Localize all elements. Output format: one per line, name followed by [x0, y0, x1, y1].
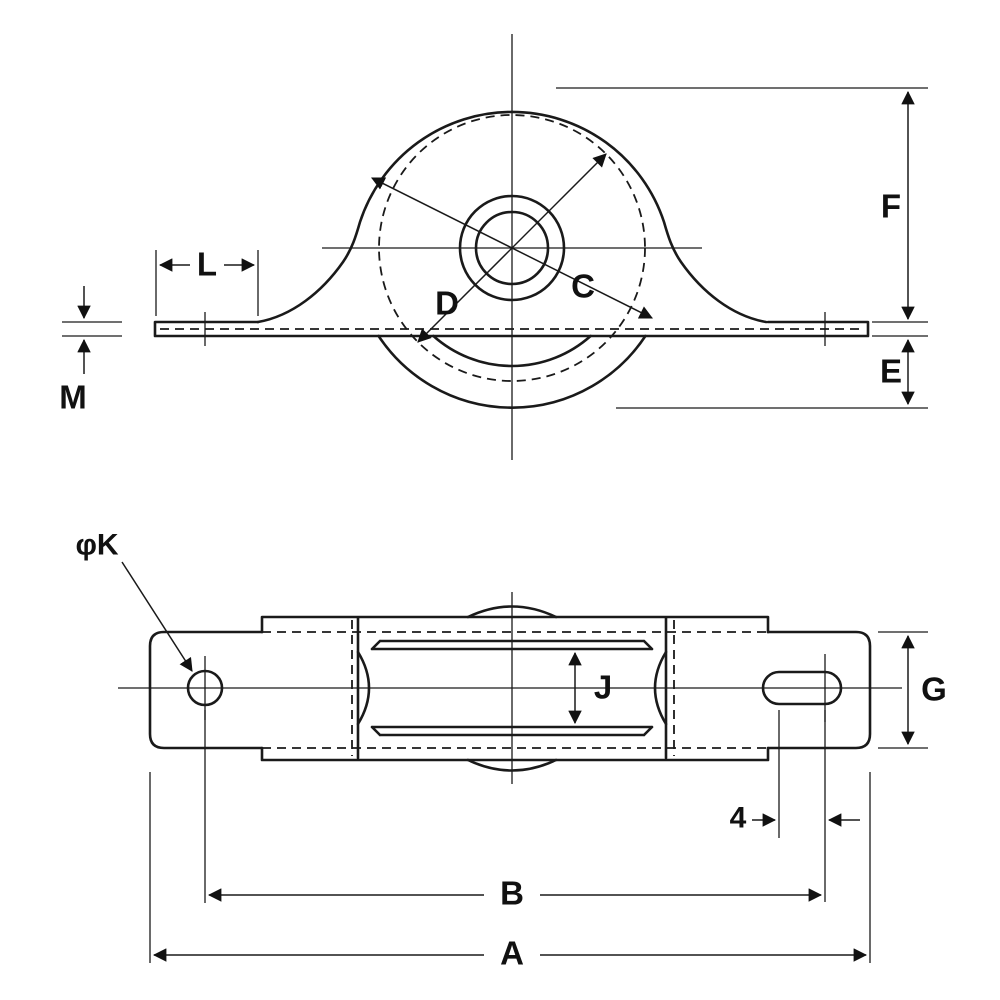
front-view: F E L M D C	[59, 34, 928, 460]
dim-label-g: G	[921, 671, 947, 708]
dim-g-extension-lines	[878, 631, 928, 749]
dim-label-a: A	[500, 935, 524, 972]
plan-wheel-groove-lenses	[356, 650, 668, 726]
dim-label-4: 4	[730, 802, 747, 835]
dim-phi-k-leader	[121, 561, 193, 672]
wheel-bottom-arc-outer	[377, 334, 647, 409]
dim-label-b: B	[500, 875, 524, 912]
dim-l-extension-lines	[155, 250, 259, 316]
housing-dome-outline	[256, 110, 768, 324]
screw-hole-center-ticks	[204, 312, 826, 346]
dim-4-extension-lines	[778, 710, 826, 902]
dim-label-e: E	[880, 353, 902, 390]
dim-e-extension-lines	[616, 335, 928, 409]
plan-hidden-plate-edges	[262, 631, 768, 749]
plan-housing-outline	[260, 615, 770, 762]
dim-label-j: J	[594, 669, 612, 706]
wheel-bottom-arc-inner	[432, 334, 592, 368]
plan-left-tab-outline	[148, 630, 264, 750]
dim-label-c: C	[571, 268, 595, 305]
dim-label-f: F	[881, 188, 901, 225]
dim-label-l: L	[197, 246, 217, 283]
dim-f-extension-lines	[556, 87, 928, 323]
dim-a-extension-lines	[149, 772, 871, 963]
dim-c-line	[371, 177, 653, 319]
plan-wheel-protrusion-arcs	[466, 605, 558, 772]
dim-label-phi-k: φK	[75, 529, 118, 562]
dim-m-extension-lines	[62, 321, 122, 337]
plan-wheel-sides	[356, 616, 668, 760]
plan-right-tab-outline	[766, 630, 872, 750]
plan-view: φK J 4 G B A	[75, 529, 946, 972]
dim-label-m: M	[59, 379, 87, 416]
plan-wheel-groove-lines	[370, 639, 654, 737]
plan-hidden-slot-edges	[351, 620, 675, 756]
dim-label-d: D	[435, 285, 459, 322]
